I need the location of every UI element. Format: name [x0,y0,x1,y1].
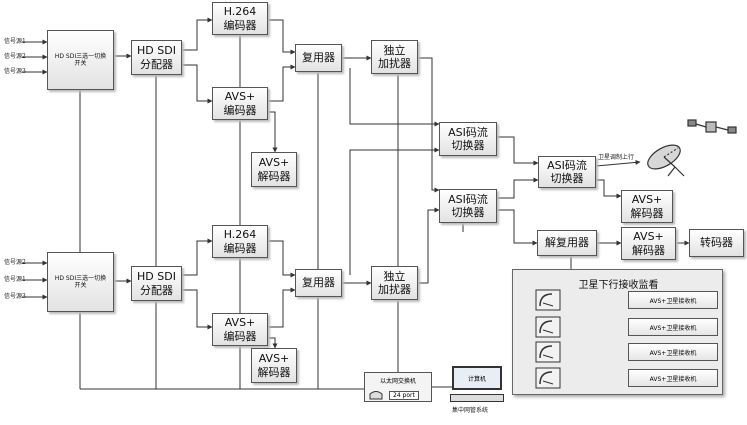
avs-decoder-top[interactable]: AVS+ 解码器 [251,152,297,187]
uplink-label: 卫星调制上行 [598,154,635,161]
downlink-monitor-panel: 卫星下行接收监看 AVS+卫星接收机 AVS+卫星接收机 AVS+卫星接收机 A… [512,269,723,395]
h264-encoder-top[interactable]: H.264 编码器 [212,2,268,35]
satellite-receiver[interactable]: AVS+卫星接收机 [628,318,718,336]
ethernet-switch[interactable]: 以太网交换机 24 port [364,372,432,402]
source-label: 信号源3 [4,68,26,75]
multiplexer-top[interactable]: 复用器 [295,44,342,72]
avs-decoder-right[interactable]: AVS+ 解码器 [621,190,673,223]
sdi-distributor-top[interactable]: HD SDI 分配器 [131,40,182,75]
scrambler-top[interactable]: 独立 加扰器 [371,40,418,74]
port-label: 24 port [389,391,419,400]
source-label: 信号源1 [4,38,26,45]
sdi-distributor-bottom[interactable]: HD SDI 分配器 [131,266,182,301]
asi-switcher-2[interactable]: ASI码流 切换器 [439,189,497,223]
avs-decoder-bottom[interactable]: AVS+ 解码器 [251,348,297,383]
source-label: 信号源1 [4,276,26,283]
multiplexer-bottom[interactable]: 复用器 [295,269,342,297]
asi-switcher-1[interactable]: ASI码流 切换器 [439,122,497,156]
source-label: 信号源3 [4,293,26,300]
sdi-switch-bottom[interactable]: HD SDI三选一切换开关 [47,252,114,312]
satellite-receiver[interactable]: AVS+卫星接收机 [628,369,718,387]
sdi-switch-top[interactable]: HD SDI三选一切换开关 [47,30,114,90]
computer-screen: 计算机 [452,366,502,390]
switch-label: 以太网交换机 [379,378,416,385]
keyboard-icon [450,394,504,402]
satellite-uplink-icon [647,119,737,177]
asi-switcher-3[interactable]: ASI码流 切换器 [538,156,596,188]
management-computer[interactable]: 计算机 [450,366,504,406]
satellite-dish-icon [535,316,561,338]
satellite-dish-icon [535,367,561,389]
nms-label: 集中网管系统 [452,407,489,414]
satellite-receiver[interactable]: AVS+卫星接收机 [628,343,718,361]
h264-encoder-bottom[interactable]: H.264 编码器 [212,225,268,258]
source-label: 信号源2 [4,259,26,266]
satellite-receiver[interactable]: AVS+卫星接收机 [628,291,718,309]
source-label: 信号源2 [4,53,26,60]
scrambler-bottom[interactable]: 独立 加扰器 [371,266,418,300]
switch-port-icon [369,391,383,400]
satellite-dish-icon [535,341,561,363]
avs-encoder-top[interactable]: AVS+ 编码器 [212,87,268,120]
satellite-dish-icon [535,289,561,311]
avs-encoder-bottom[interactable]: AVS+ 编码器 [212,313,268,346]
avs-decoder-demux[interactable]: AVS+ 解码器 [621,227,676,260]
demultiplexer[interactable]: 解复用器 [537,230,597,256]
monitor-title: 卫星下行接收监看 [578,280,659,291]
transcoder[interactable]: 转码器 [689,229,744,257]
